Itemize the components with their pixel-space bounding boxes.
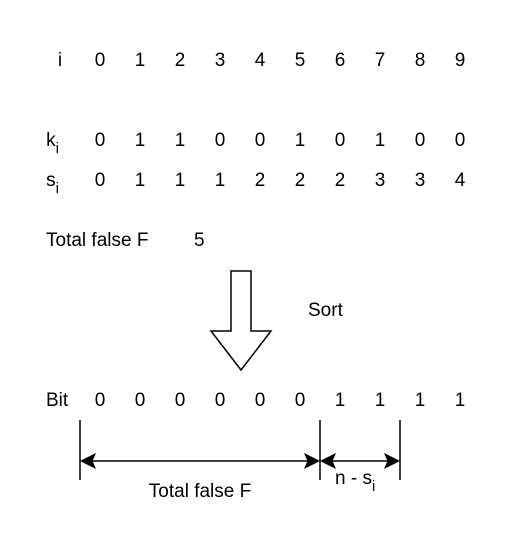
table-cell: 7 [375, 50, 386, 71]
bit-cell: 0 [215, 390, 226, 411]
table-cell: 0 [95, 170, 106, 191]
table-cell: 2 [335, 170, 346, 191]
table-cells: 0 1 2 3 4 5 6 7 8 9 0 1 1 0 0 1 0 1 0 0 0 1 1 1 2 2 2 3 3 4 [95, 50, 466, 191]
down-arrow-icon [209, 270, 273, 372]
table-cell: 1 [135, 50, 146, 71]
table-cell: 1 [175, 130, 186, 151]
table-cell: 2 [255, 170, 266, 191]
table-cell: 0 [255, 130, 266, 151]
bit-cells: 0 0 0 0 0 0 1 1 1 1 [95, 390, 466, 411]
total-false-span-label: Total false F [149, 481, 251, 502]
table-cell: 9 [455, 50, 466, 71]
table-cell: 1 [295, 130, 306, 151]
table-cell: 2 [295, 170, 306, 191]
bit-row-label: Bit [46, 390, 69, 411]
row-label-s-main: s [46, 170, 56, 191]
n-minus-s-span-arrow [319, 452, 401, 470]
bit-cell: 1 [375, 390, 386, 411]
row-label-s: si [46, 170, 59, 197]
table-cell: 4 [455, 170, 466, 191]
table-cell: 0 [95, 130, 106, 151]
row-label-i: i [58, 50, 62, 71]
table-cell: 5 [295, 50, 306, 71]
table-cell: 8 [415, 50, 426, 71]
bit-cell: 1 [455, 390, 466, 411]
table-cell: 2 [175, 50, 186, 71]
bit-cell: 0 [135, 390, 146, 411]
row-label-s-subscript: i [56, 180, 59, 197]
total-false-value: 5 [194, 230, 205, 251]
table-cell: 3 [415, 170, 426, 191]
sort-label: Sort [308, 300, 344, 321]
table-cell: 0 [415, 130, 426, 151]
bit-cell: 0 [175, 390, 186, 411]
total-false-span-arrow [79, 452, 321, 470]
n-minus-s-subscript: i [372, 478, 375, 495]
table-cell: 1 [135, 130, 146, 151]
bit-cell: 1 [415, 390, 426, 411]
table-cell: 1 [135, 170, 146, 191]
table-cell: 3 [375, 170, 386, 191]
row-label-k-subscript: i [56, 140, 59, 157]
table-cell: 6 [335, 50, 346, 71]
bit-cell: 0 [255, 390, 266, 411]
table-cell: 4 [255, 50, 266, 71]
table-cell: 0 [455, 130, 466, 151]
bit-cell: 1 [335, 390, 346, 411]
bit-cell: 0 [95, 390, 106, 411]
n-minus-s-span-label: n - si [335, 468, 375, 495]
table-cell: 1 [175, 170, 186, 191]
total-false-label: Total false F [46, 230, 148, 251]
table-cell: 0 [95, 50, 106, 71]
table-cell: 1 [215, 170, 226, 191]
n-minus-s-main: n - s [335, 468, 372, 489]
table-cell: 0 [215, 130, 226, 151]
row-label-k: ki [46, 130, 59, 157]
table-cell: 3 [215, 50, 226, 71]
row-label-k-main: k [46, 130, 56, 151]
table-cell: 0 [335, 130, 346, 151]
table-cell: 1 [375, 130, 386, 151]
bit-cell: 0 [295, 390, 306, 411]
